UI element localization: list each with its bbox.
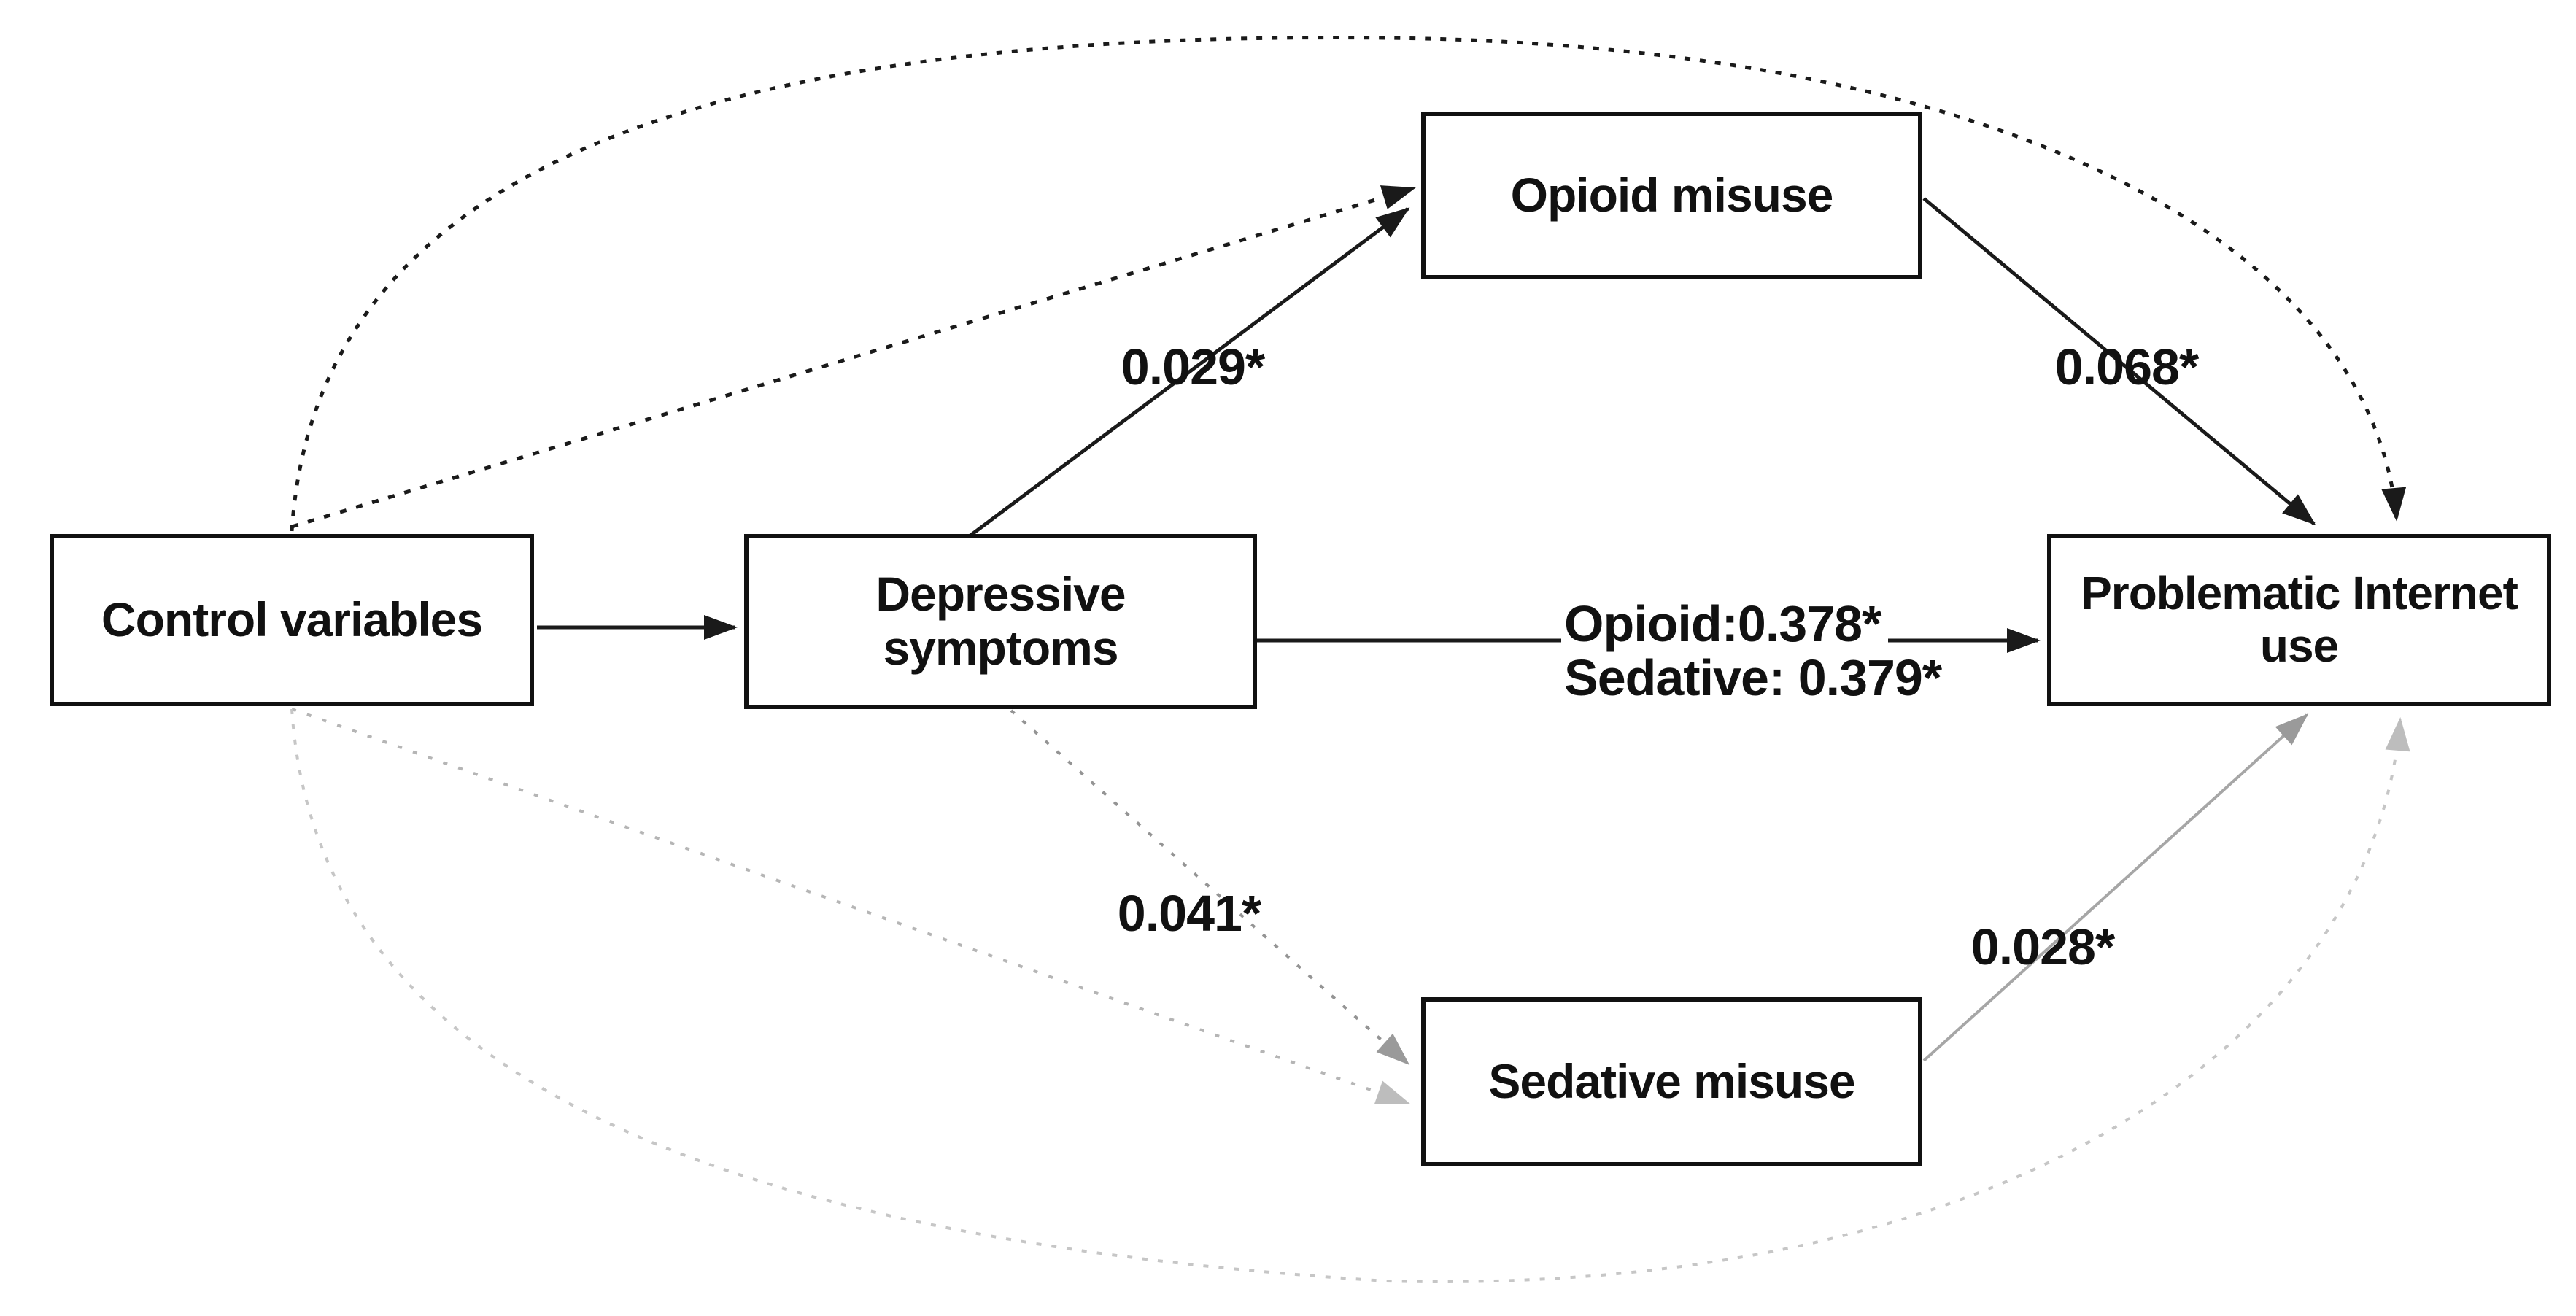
node-control-variables-label: Control variables [101, 592, 483, 647]
node-control-variables: Control variables [50, 534, 534, 706]
edge-control-piu-top-arc [290, 36, 2407, 532]
edge-label-sedative-piu: 0.028* [1970, 918, 2115, 975]
edge-label-depressive-piu-sedative-value: Sedative: 0.379* [1561, 651, 1949, 705]
node-opioid-misuse: Opioid misuse [1421, 112, 1922, 279]
edge-depressive-opioid [969, 206, 1410, 538]
node-opioid-misuse-label: Opioid misuse [1510, 168, 1834, 222]
node-depressive-symptoms-line2: symptoms [883, 621, 1118, 675]
edge-control-piu-bottom-arc [290, 708, 2410, 1283]
node-depressive-symptoms-label: Depressive symptoms [875, 567, 1126, 676]
edge-label-depressive-piu: Opioid:0.378* Sedative: 0.379* [1561, 597, 1949, 705]
node-sedative-misuse-label: Sedative misuse [1488, 1054, 1855, 1109]
edge-label-opioid-piu: 0.068* [2054, 338, 2199, 395]
node-sedative-misuse: Sedative misuse [1421, 997, 1922, 1166]
edge-sedative-piu [1922, 713, 2309, 1062]
edge-control-opioid [291, 185, 1416, 529]
node-piu-line1: Problematic Internet [2081, 567, 2518, 620]
node-problematic-internet-use: Problematic Internet use [2047, 534, 2551, 706]
node-depressive-symptoms: Depressive symptoms [744, 534, 1257, 709]
edge-label-depressive-piu-opioid-value: Opioid:0.378* [1561, 597, 1889, 651]
node-problematic-internet-use-label: Problematic Internet use [2081, 567, 2518, 672]
edge-label-depressive-sedative: 0.041* [1117, 885, 1261, 942]
edge-label-depressive-opioid: 0.029* [1121, 338, 1265, 395]
node-piu-line2: use [2259, 619, 2339, 672]
node-depressive-symptoms-line1: Depressive [875, 567, 1126, 622]
edge-opioid-piu [1922, 197, 2316, 525]
